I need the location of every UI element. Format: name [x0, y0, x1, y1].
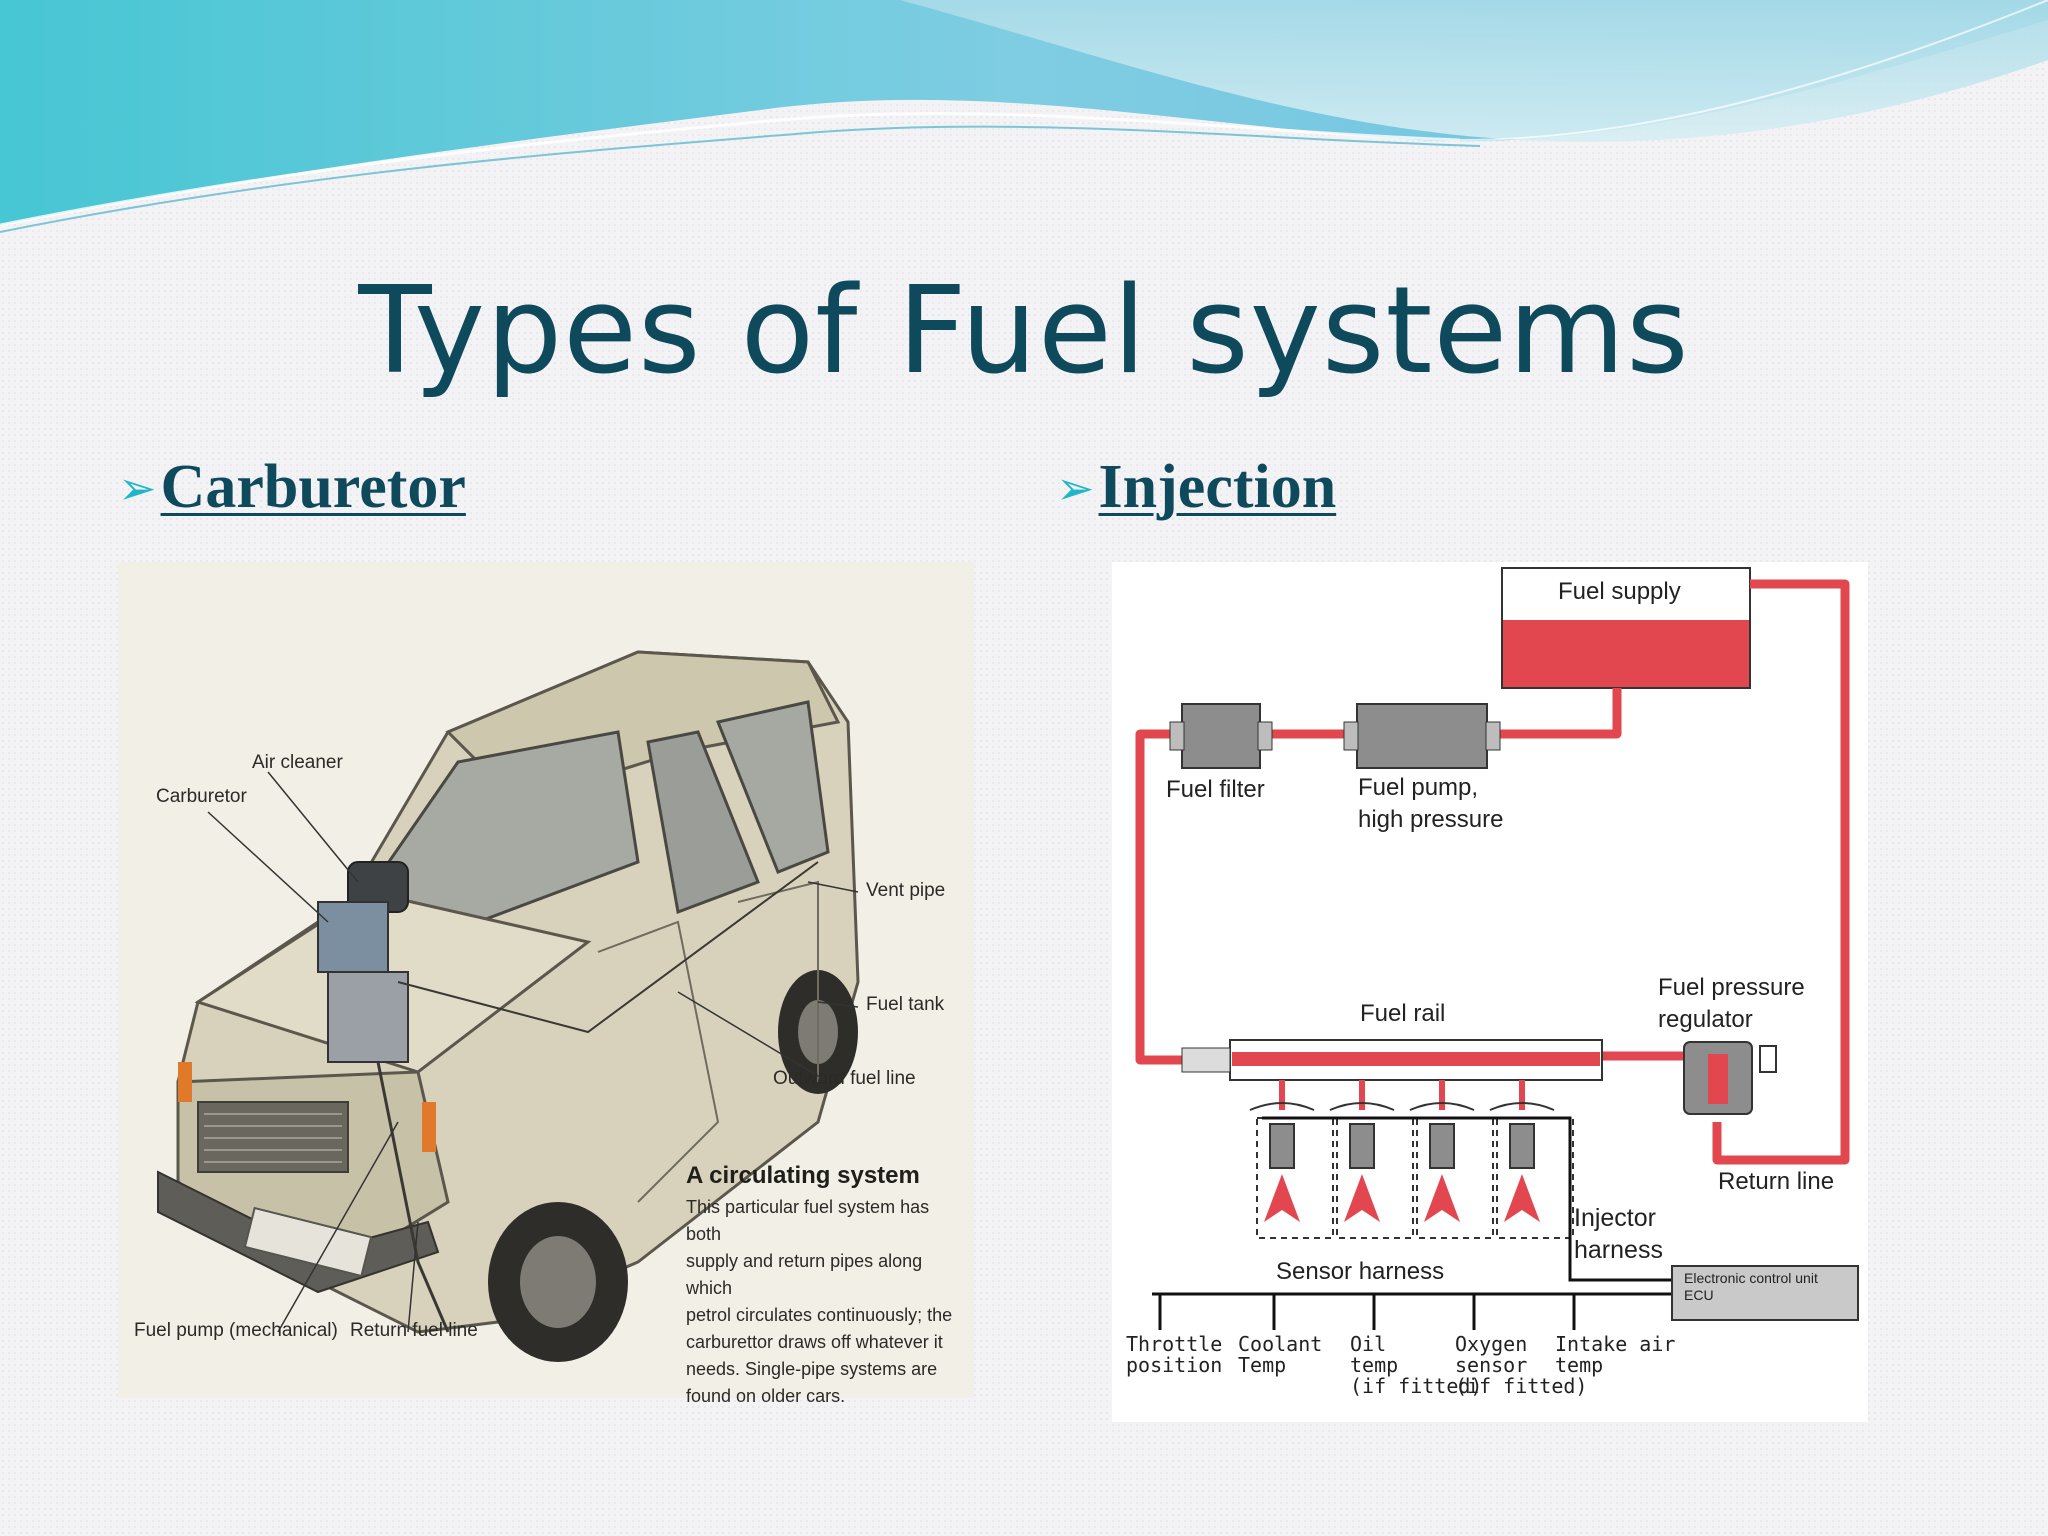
label-fuel-rail: Fuel rail: [1360, 1000, 1446, 1027]
fuel-pump-line-2: high pressure: [1358, 806, 1504, 833]
label-fuel-pump: Fuel pump, high pressure: [1358, 772, 1503, 836]
carburetor-car-illustration: Air cleaner Carburetor Vent pipe Fuel ta…: [118, 562, 974, 1406]
injector-harness-line-1: Injector: [1574, 1204, 1656, 1232]
heading-injection: Injection: [1098, 453, 1337, 521]
sensor-label-line: Intake air: [1555, 1332, 1676, 1356]
label-fuel-filter: Fuel filter: [1166, 776, 1265, 803]
caption-line: supply and return pipes along which: [686, 1251, 923, 1298]
label-outward-fuel-line: Outward fuel line: [773, 1068, 916, 1089]
sensor-label-line: Throttle: [1126, 1332, 1223, 1356]
label-return-line: Return line: [1718, 1168, 1835, 1195]
label-return-fuel-line: Return fuel line: [350, 1320, 478, 1341]
sensor-label-line: sensor: [1455, 1353, 1528, 1377]
caption-line: found on older cars.: [686, 1386, 846, 1406]
injection-schematic: [1135, 567, 1859, 1330]
sensor-label-line: (if fitted): [1455, 1374, 1588, 1398]
sensor-coolant-temp: Coolant Temp: [1238, 1334, 1322, 1376]
label-fuel-pressure-regulator: Fuel pressure regulator: [1658, 972, 1805, 1036]
label-fuel-pump-mechanical: Fuel pump (mechanical): [134, 1320, 338, 1341]
sensor-label-line: Oil: [1350, 1332, 1387, 1356]
sensor-label-line: temp: [1555, 1353, 1604, 1377]
caption-line: needs. Single-pipe systems are: [686, 1359, 938, 1379]
sensor-label-line: Temp: [1238, 1353, 1287, 1377]
label-air-cleaner: Air cleaner: [252, 752, 343, 773]
label-carburetor: Carburetor: [156, 786, 247, 807]
slide-title: Types of Fuel systems: [358, 262, 1690, 401]
caption-circulating-system: A circulating system This particular fue…: [686, 1162, 966, 1410]
injector-harness-line-2: harness: [1574, 1236, 1663, 1264]
sensor-oil-temp: Oil temp (if fitted): [1350, 1334, 1482, 1397]
caption-line: petrol circulates continuously; the: [686, 1305, 953, 1325]
sensor-label-line: Coolant: [1238, 1332, 1323, 1356]
sensor-throttle-position: Throttle position: [1126, 1334, 1222, 1376]
fuel-injection-diagram: Fuel supply Fuel filter Fuel pump, high …: [1112, 562, 1868, 1422]
caption-line: carburettor draws off whatever it: [686, 1332, 943, 1352]
ecu-line-1: Electronic control unit: [1684, 1270, 1818, 1286]
sensor-oxygen-sensor: Oxygen sensor (if fitted): [1455, 1334, 1587, 1397]
bullet-injection: ➢ Injection: [1056, 452, 1336, 523]
regulator-line-2: regulator: [1658, 1006, 1753, 1033]
fuel-pump-line-1: Fuel pump,: [1358, 774, 1479, 801]
arrow-bullet-icon: ➢: [118, 460, 157, 515]
header-wave-decoration: [0, 0, 2048, 233]
car-drawing: [157, 650, 860, 1362]
label-fuel-tank: Fuel tank: [866, 994, 945, 1015]
label-ecu: Electronic control unit ECU: [1684, 1270, 1818, 1304]
arrow-bullet-icon: ➢: [1056, 460, 1095, 515]
caption-body: This particular fuel system has both sup…: [686, 1194, 966, 1410]
bullet-carburetor: ➢ Carburetor: [118, 452, 466, 523]
label-sensor-harness: Sensor harness: [1276, 1258, 1445, 1285]
sensor-label-line: position: [1126, 1353, 1223, 1377]
heading-carburetor: Carburetor: [160, 453, 466, 521]
caption-title: A circulating system: [686, 1162, 920, 1189]
sensor-label-line: temp: [1350, 1353, 1399, 1377]
ecu-line-2: ECU: [1684, 1287, 1714, 1303]
sensor-label-line: (if fitted): [1350, 1374, 1483, 1398]
label-vent-pipe: Vent pipe: [866, 880, 946, 901]
label-injector-harness: Injector harness: [1574, 1202, 1663, 1266]
regulator-line-1: Fuel pressure: [1658, 974, 1805, 1001]
caption-line: This particular fuel system has both: [686, 1197, 930, 1244]
sensor-intake-air-temp: Intake air temp: [1555, 1334, 1675, 1376]
sensor-label-line: Oxygen: [1455, 1332, 1528, 1356]
label-fuel-supply: Fuel supply: [1558, 578, 1681, 605]
